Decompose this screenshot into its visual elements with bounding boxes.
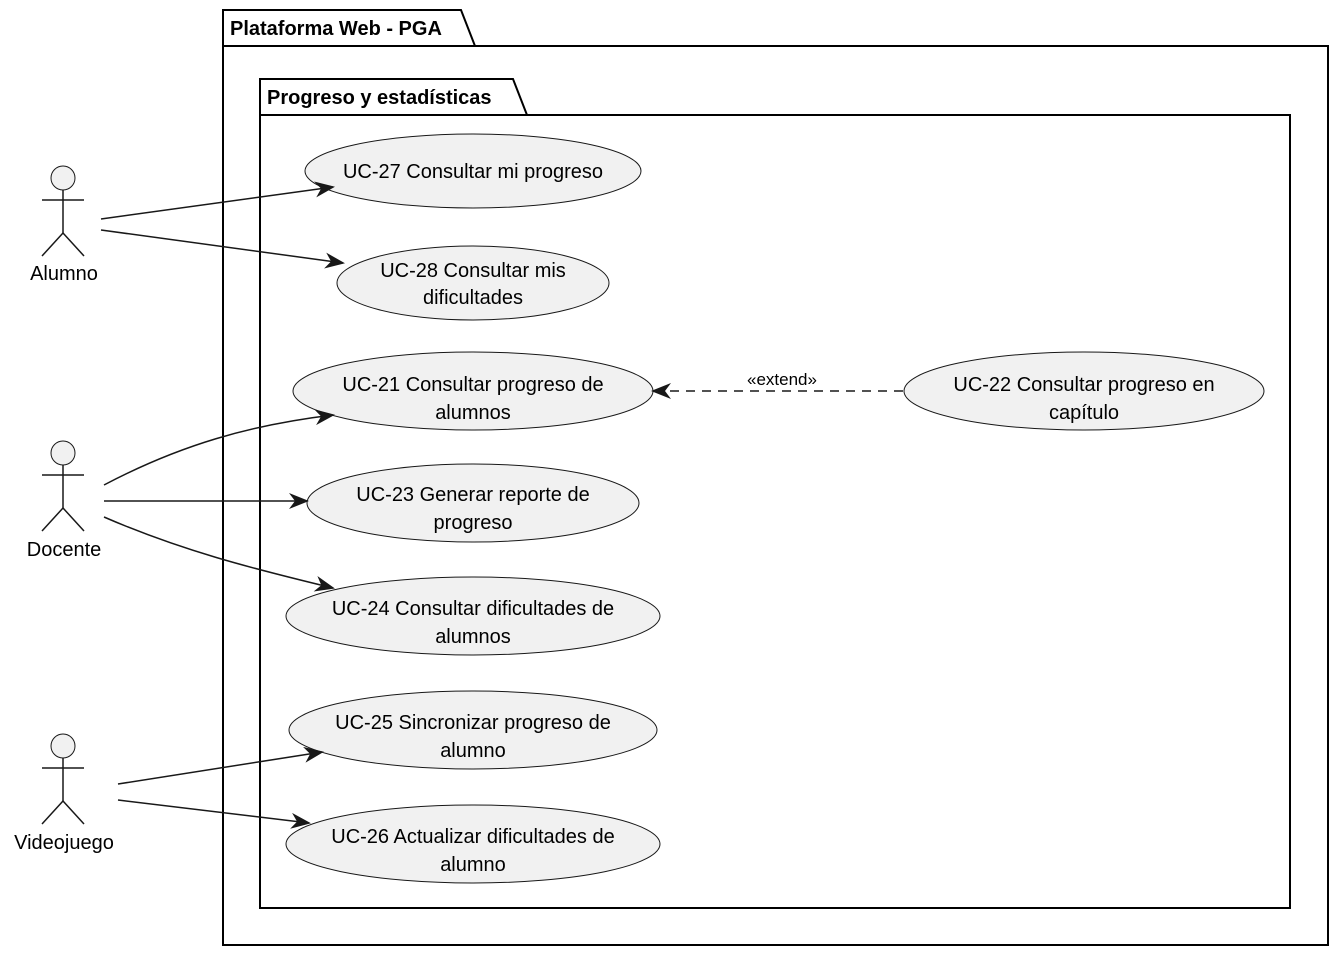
use-case-uc25[interactable]: UC-25 Sincronizar progreso de alumno bbox=[288, 690, 658, 770]
assoc-docente-uc24 bbox=[103, 516, 335, 592]
use-case-uc27[interactable]: UC-27 Consultar mi progreso bbox=[304, 133, 642, 209]
actor-alumno-label: Alumno bbox=[30, 263, 98, 285]
use-case-uc26[interactable]: UC-26 Actualizar dificultades de alumno bbox=[285, 804, 661, 884]
package-progreso-estadisticas-title: Progreso y estadísticas bbox=[267, 87, 492, 109]
use-case-uc22-line1: UC-22 Consultar progreso en bbox=[953, 374, 1214, 396]
use-case-uc27-line1: UC-27 Consultar mi progreso bbox=[343, 161, 603, 183]
actor-docente-label: Docente bbox=[27, 539, 102, 561]
package-plataforma-web-title: Plataforma Web - PGA bbox=[230, 18, 442, 40]
associations bbox=[100, 181, 345, 829]
actor-alumno[interactable]: Alumno bbox=[30, 165, 98, 285]
actor-icon bbox=[41, 440, 85, 532]
actor-videojuego[interactable]: Videojuego bbox=[14, 733, 114, 854]
actor-icon bbox=[41, 165, 85, 257]
use-case-uc26-line2: alumno bbox=[440, 854, 506, 876]
use-case-uc21[interactable]: UC-21 Consultar progreso de alumnos bbox=[292, 351, 654, 431]
use-case-uc23[interactable]: UC-23 Generar reporte de progreso bbox=[306, 463, 640, 543]
use-case-uc23-line2: progreso bbox=[434, 512, 513, 534]
assoc-docente-uc21 bbox=[103, 409, 335, 486]
use-case-uc24[interactable]: UC-24 Consultar dificultades de alumnos bbox=[285, 576, 661, 656]
use-case-uc28-line2: dificultades bbox=[423, 287, 523, 309]
use-case-uc24-line2: alumnos bbox=[435, 626, 511, 648]
package-progreso-estadisticas: Progreso y estadísticas bbox=[259, 78, 1291, 909]
assoc-alumno-uc27 bbox=[100, 181, 335, 220]
actor-icon bbox=[41, 733, 85, 825]
assoc-alumno-uc28 bbox=[100, 229, 345, 269]
use-case-uc21-line1: UC-21 Consultar progreso de bbox=[342, 374, 603, 396]
use-case-uc25-line1: UC-25 Sincronizar progreso de bbox=[335, 712, 611, 734]
use-case-uc28-line1: UC-28 Consultar mis bbox=[380, 260, 566, 282]
actor-videojuego-label: Videojuego bbox=[14, 832, 114, 854]
use-case-uc24-line1: UC-24 Consultar dificultades de bbox=[332, 598, 614, 620]
package-plataforma-web: Plataforma Web - PGA bbox=[222, 9, 1329, 946]
use-case-uc28[interactable]: UC-28 Consultar mis dificultades bbox=[336, 245, 610, 321]
actor-docente[interactable]: Docente bbox=[27, 440, 102, 561]
assoc-videojuego-uc26 bbox=[117, 799, 311, 829]
use-case-uc22-line2: capítulo bbox=[1049, 402, 1119, 424]
use-case-uc22[interactable]: UC-22 Consultar progreso en capítulo bbox=[903, 351, 1265, 431]
use-case-uc21-line2: alumnos bbox=[435, 402, 511, 424]
extend-relation-uc22-uc21: «extend» bbox=[651, 370, 903, 399]
extend-label: «extend» bbox=[747, 370, 817, 389]
use-case-uc26-line1: UC-26 Actualizar dificultades de bbox=[331, 826, 614, 848]
use-case-uc23-line1: UC-23 Generar reporte de bbox=[356, 484, 589, 506]
use-case-uc25-line2: alumno bbox=[440, 740, 506, 762]
assoc-videojuego-uc25 bbox=[117, 746, 324, 785]
